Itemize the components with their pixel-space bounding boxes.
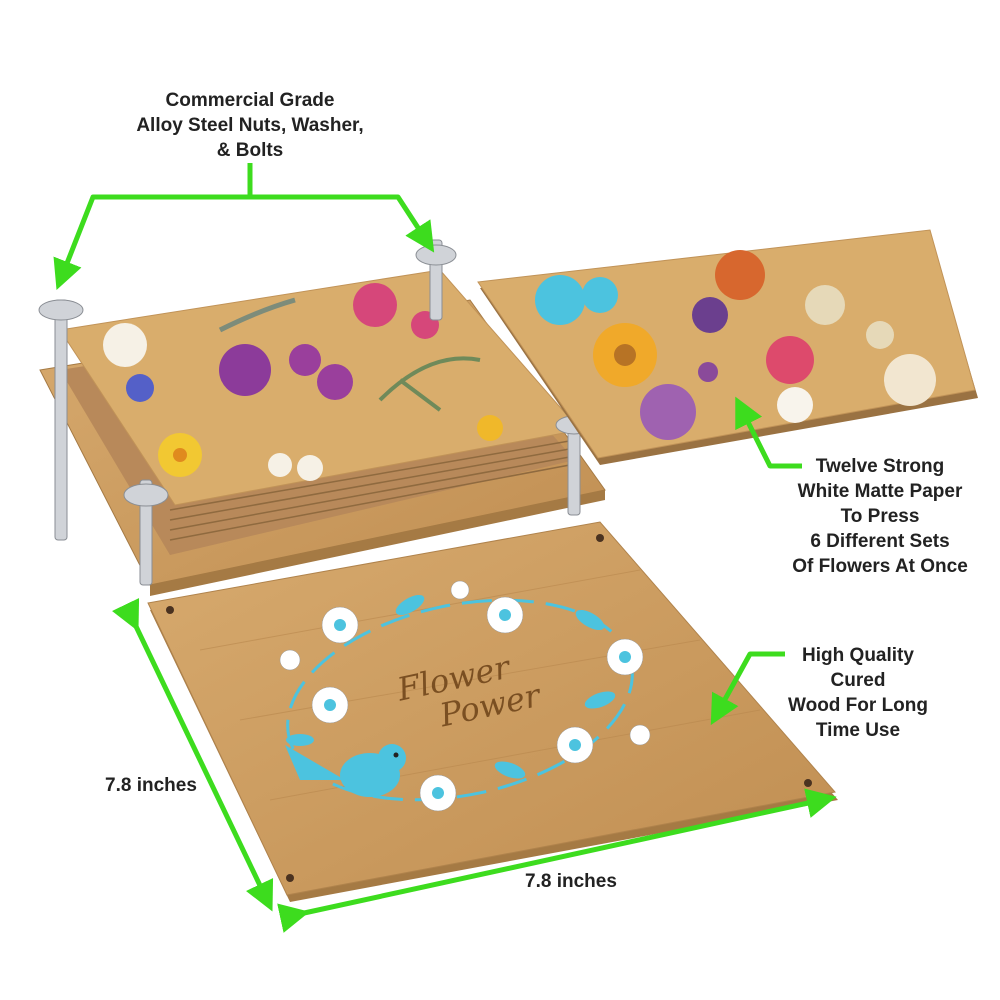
callout-line: To Press (840, 506, 920, 527)
dimension-height: 7.8 inches (105, 775, 197, 796)
floral-wreath-print (279, 580, 651, 812)
callout-paper: Twelve Strong White Matte Paper To Press… (770, 454, 990, 579)
callout-line: & Bolts (216, 140, 284, 161)
callout-line: 6 Different Sets (810, 531, 950, 552)
callout-line: Wood For Long (788, 695, 928, 716)
flower-press-assembled (38, 239, 606, 596)
pressing-paper-sheet (477, 229, 978, 465)
wing-nut-bolts (38, 239, 593, 586)
wooden-board: Flower Power (147, 521, 838, 902)
callout-line: Twelve Strong (815, 456, 945, 477)
callout-hardware: Commercial Grade Alloy Steel Nuts, Washe… (100, 88, 400, 163)
callout-line: High Quality (802, 645, 914, 666)
dimension-width: 7.8 inches (525, 871, 617, 892)
callout-line: Cured (830, 670, 886, 691)
callout-line: White Matte Paper (797, 481, 963, 502)
pressed-flowers (103, 283, 503, 481)
callout-wood: High Quality Cured Wood For Long Time Us… (768, 643, 948, 743)
callout-arrows (53, 163, 837, 933)
callout-line: Time Use (815, 720, 901, 741)
bird-illustration (285, 744, 406, 797)
callout-line: Of Flowers At Once (792, 556, 968, 577)
callout-line: Alloy Steel Nuts, Washer, (136, 115, 364, 136)
callout-line: Commercial Grade (165, 90, 335, 111)
